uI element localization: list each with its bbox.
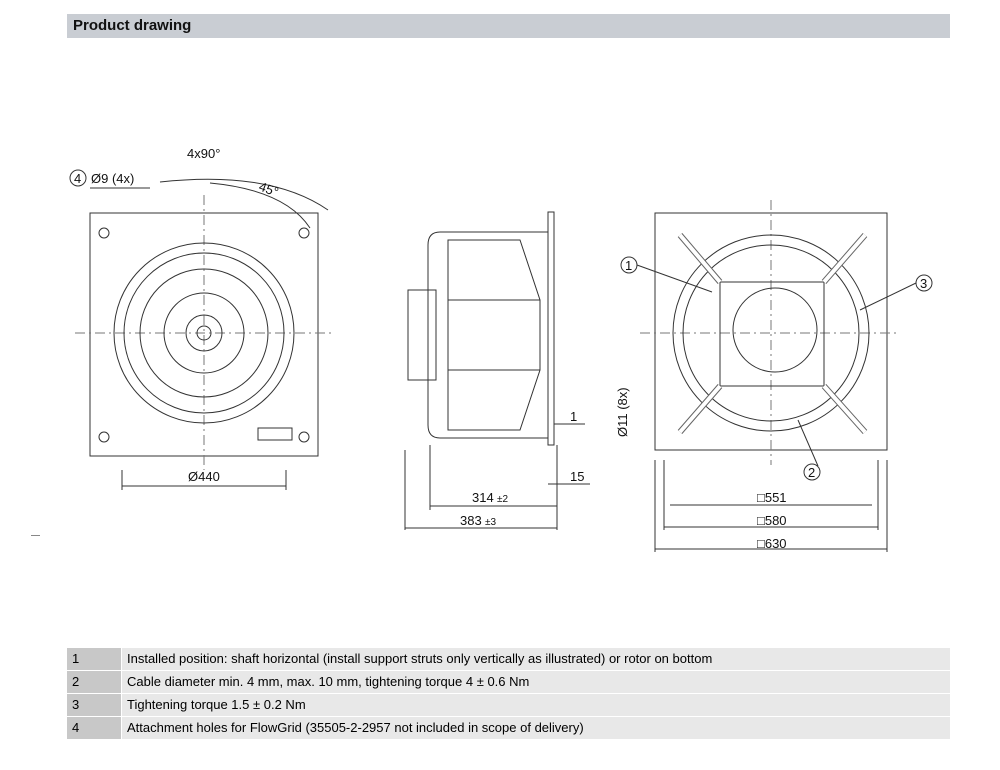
rear-view (620, 200, 933, 552)
square-580: □580 (757, 513, 787, 528)
dim-314: 314 (472, 490, 494, 505)
square-630: □630 (757, 536, 787, 551)
note-text: Cable diameter min. 4 mm, max. 10 mm, ti… (122, 671, 950, 693)
dim-1: 1 (570, 409, 577, 424)
tol-383: ±3 (485, 517, 496, 528)
angle-45: 45° (257, 179, 281, 200)
section-header: Product drawing (67, 14, 950, 38)
note-number: 4 (67, 717, 121, 739)
section-title: Product drawing (73, 17, 192, 34)
product-drawing: 4 Ø9 (4x) 4x90° 45° Ø440 314 ±2 383 ±3 1… (69, 146, 933, 552)
note-number: 1 (67, 648, 121, 670)
callout-4: 4 (74, 171, 81, 186)
square-551: □551 (757, 490, 787, 505)
callout-3: 3 (920, 276, 927, 291)
side-view (404, 211, 590, 530)
holes-dim: Ø11 (8x) (615, 387, 630, 437)
callout-2: 2 (808, 465, 815, 480)
margin-mark (31, 535, 40, 536)
callout-1: 1 (625, 258, 632, 273)
hole-dim: Ø9 (4x) (91, 171, 134, 186)
note-number: 3 (67, 694, 121, 716)
diameter-440: Ø440 (188, 469, 220, 484)
note-text: Tightening torque 1.5 ± 0.2 Nm (122, 694, 950, 716)
tol-314: ±2 (497, 494, 508, 505)
front-view (69, 169, 335, 490)
dim-15: 15 (570, 469, 584, 484)
note-text: Attachment holes for FlowGrid (35505-2-2… (122, 717, 950, 739)
angle-total: 4x90° (187, 146, 220, 161)
note-text: Installed position: shaft horizontal (in… (122, 648, 950, 670)
note-number: 2 (67, 671, 121, 693)
dim-383: 383 (460, 513, 482, 528)
